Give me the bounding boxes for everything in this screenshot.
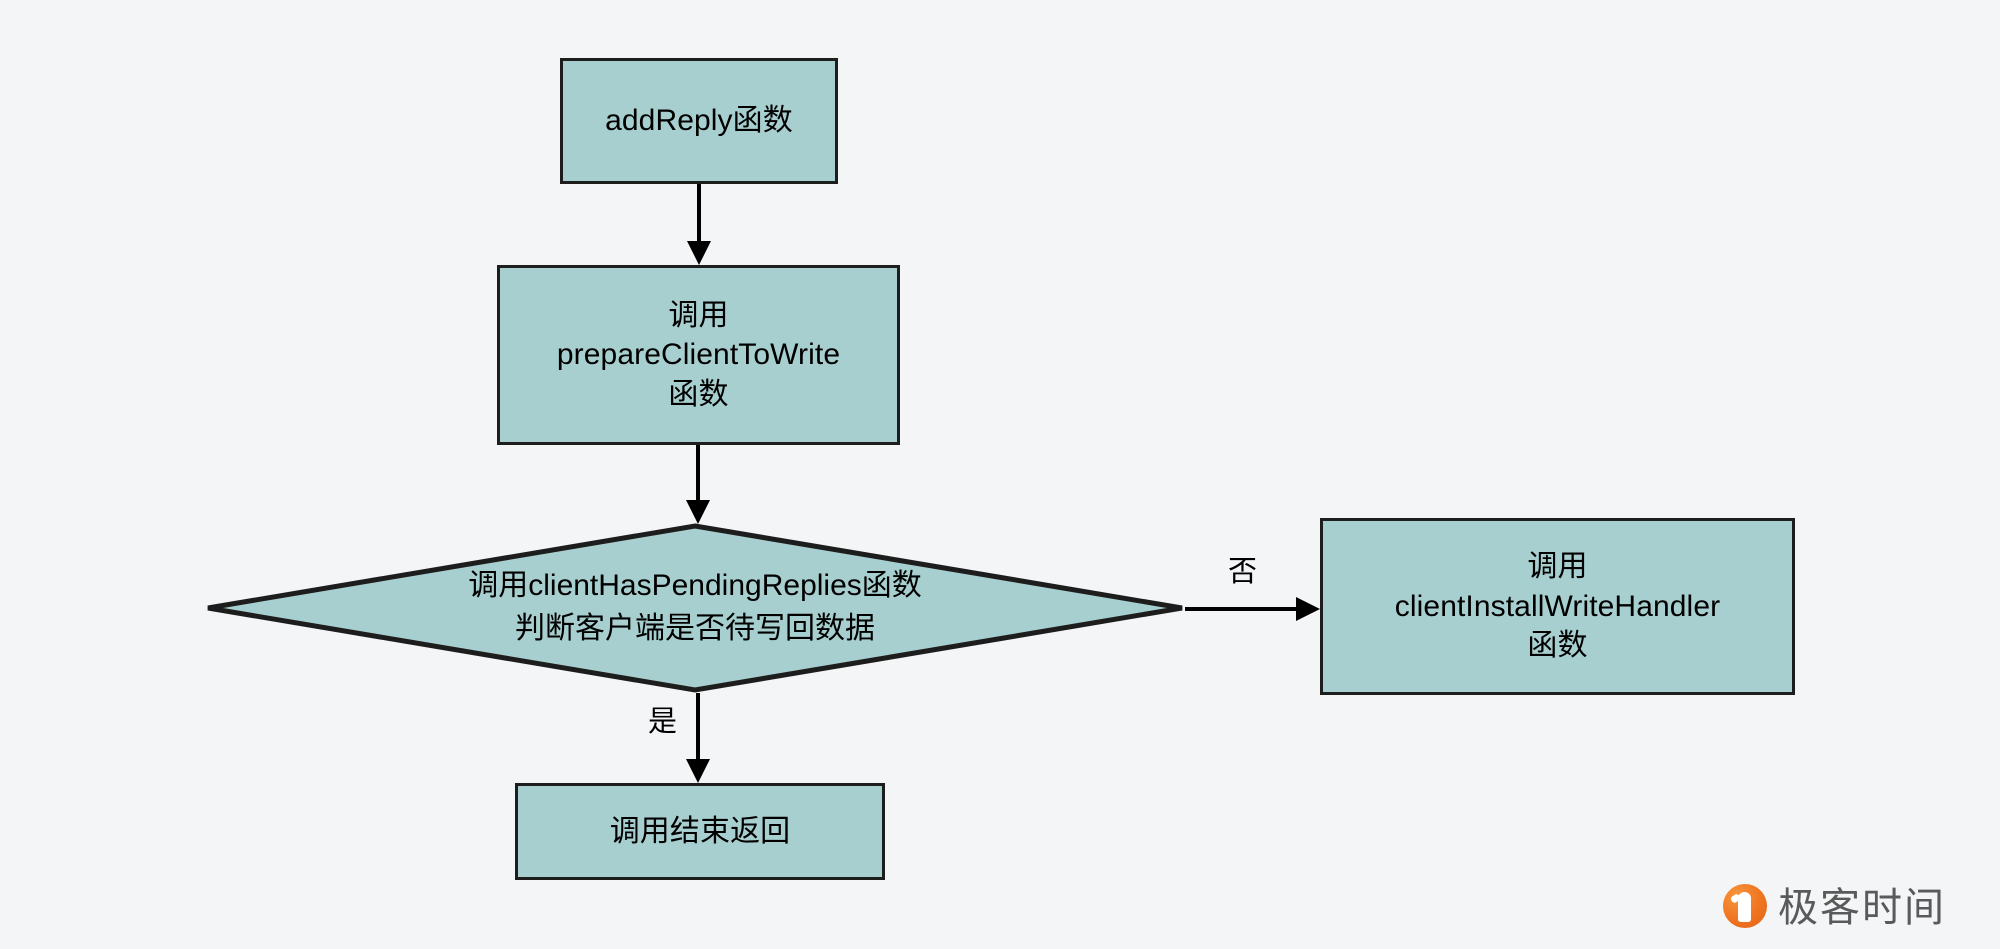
node-client-install-write-handler[interactable]: 调用 clientInstallWriteHandler 函数 xyxy=(1320,518,1795,695)
node-decision-has-pending-replies[interactable]: 调用clientHasPendingReplies函数 判断客户端是否待写回数据 xyxy=(205,523,1185,693)
edge-label-no: 否 xyxy=(1228,556,1258,588)
arrowhead-install xyxy=(1296,597,1320,621)
arrowhead-decision xyxy=(686,500,710,524)
edge-label-yes: 是 xyxy=(648,706,678,738)
arrowhead-prepare xyxy=(687,241,711,265)
node-addreply[interactable]: addReply函数 xyxy=(560,58,838,184)
logo-glyph xyxy=(1738,892,1751,922)
node-prepare-client-to-write[interactable]: 调用 prepareClientToWrite 函数 xyxy=(497,265,900,445)
geektime-watermark: 极客时间 xyxy=(1723,884,1946,932)
diamond-shape xyxy=(205,523,1185,693)
geektime-wordmark: 极客时间 xyxy=(1778,885,1946,931)
geektime-logo-icon xyxy=(1723,884,1767,932)
node-call-end-return[interactable]: 调用结束返回 xyxy=(515,783,885,880)
arrowhead-return xyxy=(686,759,710,783)
